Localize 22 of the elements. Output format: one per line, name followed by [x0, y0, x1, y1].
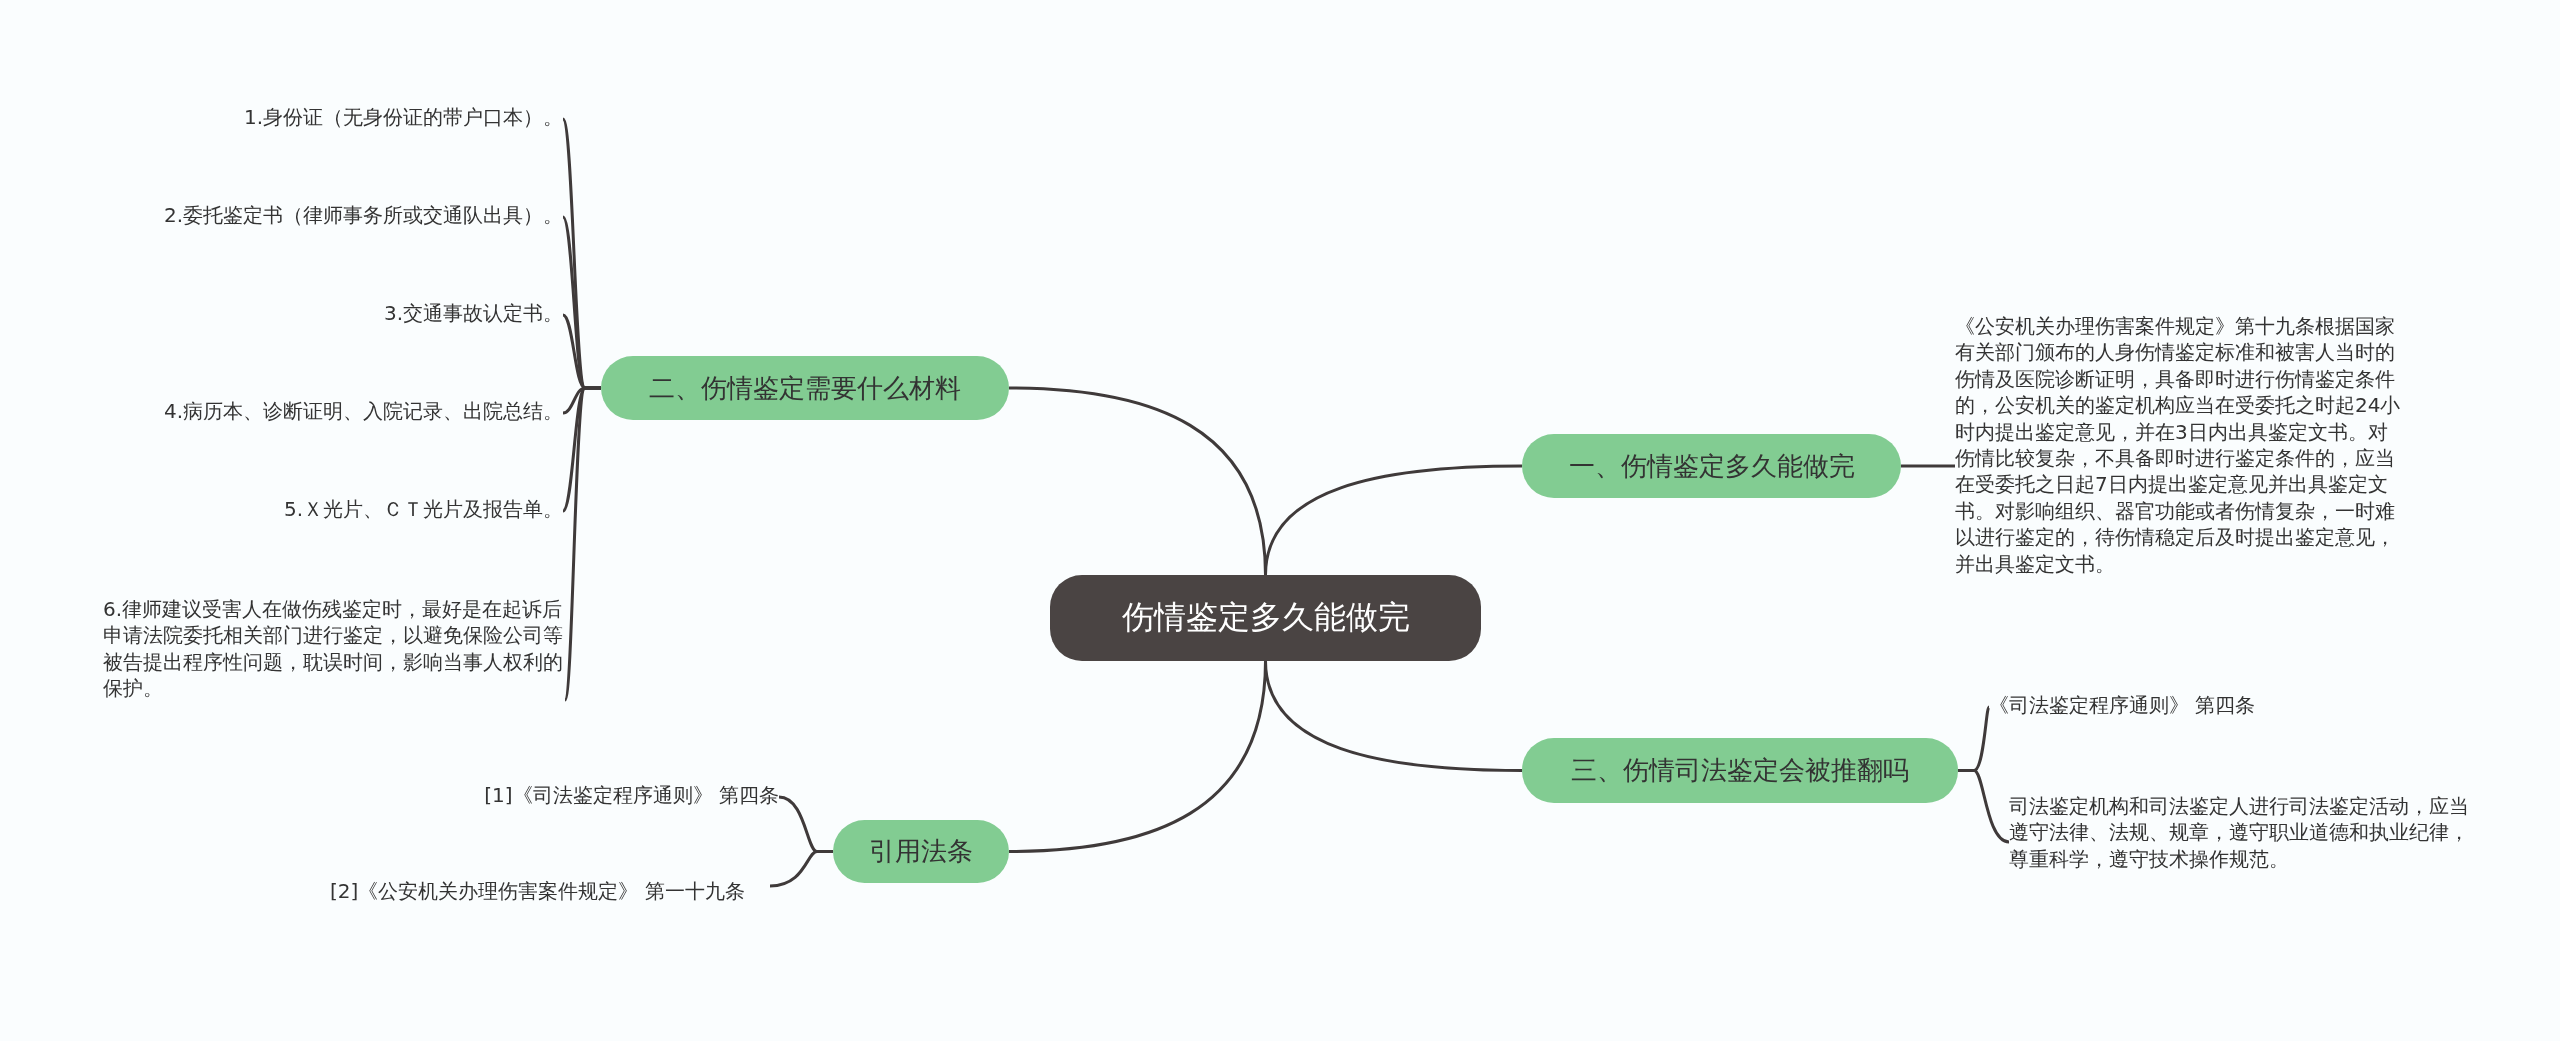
topic-pill: 三、伤情司法鉴定会被推翻吗	[1522, 738, 1958, 803]
central-topic: 伤情鉴定多久能做完	[1050, 575, 1481, 661]
branch-text: 4.病历本、诊断证明、入院记录、出院总结。	[162, 398, 563, 425]
branch-text: 1.身份证（无身份证的带户口本）。	[242, 104, 563, 131]
topic-pill: 一、伤情鉴定多久能做完	[1522, 434, 1901, 498]
branch-text: [1]《司法鉴定程序通则》 第四条	[483, 782, 779, 809]
connector-line	[1958, 769, 2010, 844]
branch-text: 5.Ｘ光片、ＣＴ光片及报告单。	[282, 496, 563, 523]
connector-line	[1008, 660, 1267, 853]
topic-pill: 引用法条	[833, 820, 1009, 883]
branch-paragraph: 司法鉴定机构和司法鉴定人进行司法鉴定活动，应当遵守法律、法规、规章，遵守职业道德和执业纪律，尊重科学，遵守技术操作规范。	[2009, 793, 2469, 873]
connector-line	[563, 386, 601, 701]
branch-text: 2.委托鉴定书（律师事务所或交通队出具）。	[162, 202, 563, 229]
branch-paragraph: [2]《公安机关办理伤害案件规定》 第一十九条	[330, 878, 746, 905]
connector-line	[1901, 464, 1955, 468]
branch-paragraph: 《公安机关办理伤害案件规定》第十九条根据国家有关部门颁布的人身伤情鉴定标准和被害人当时的伤情及医院诊断证明，具备即时进行伤情鉴定条件的，公安机关的鉴定机构应当在受委托之时起24小时内提出鉴定意见，并在3日内出具鉴定文书。对伤情比较复杂，不具备即时进行鉴定条件的，应当在受委托之日起7日内提出鉴定意见并出具鉴定文书。对影响组织、器官功能或者伤情复杂，一时难以进行鉴定的，待伤情稳定后及时提出鉴定意见，并出具鉴定文书。	[1955, 313, 2402, 577]
topic-pill: 二、伤情鉴定需要什么材料	[601, 356, 1009, 420]
connector-line	[769, 850, 833, 888]
branch-text: 《司法鉴定程序通则》 第四条	[1989, 692, 2257, 719]
connector-line	[1264, 464, 1522, 576]
branch-paragraph: 6.律师建议受害人在做伤残鉴定时，最好是在起诉后申请法院委托相关部门进行鉴定，以避免保险公司等被告提出程序性问题，耽误时间，影响当事人权利的保护。	[103, 596, 564, 702]
branch-text: 3.交通事故认定书。	[382, 300, 563, 327]
